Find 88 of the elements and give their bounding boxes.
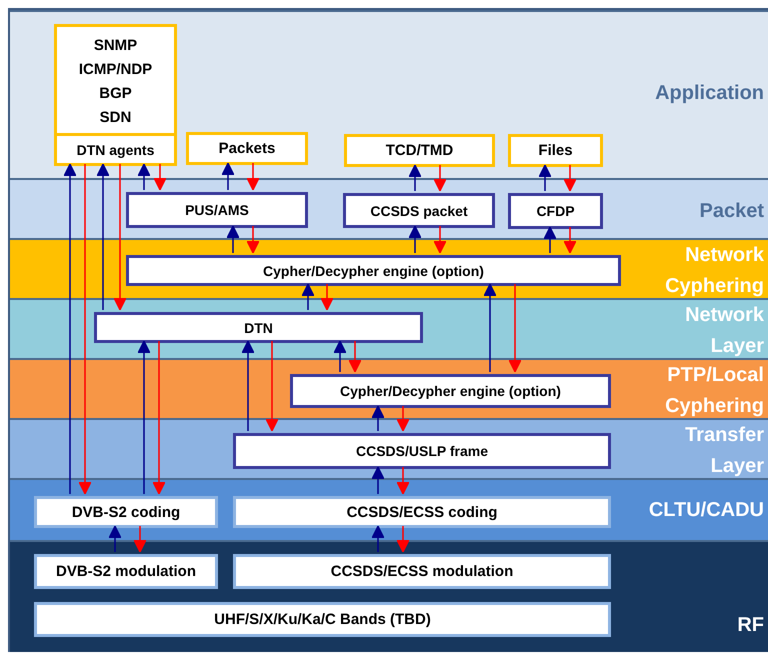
arrow: [78, 164, 92, 495]
arrow: [348, 341, 362, 373]
layer-band: [10, 540, 768, 652]
box-label: CFDP: [536, 203, 575, 219]
protocol-box: [34, 602, 611, 637]
protocol-box: [343, 193, 495, 228]
protocol-box: [233, 433, 611, 469]
protocol-box: [344, 134, 495, 167]
layer-label: RF: [736, 613, 764, 638]
box-label: DVB-S2 modulation: [56, 563, 196, 580]
box-label: CCSDS/USLP frame: [356, 443, 488, 459]
protocol-box: [186, 132, 308, 165]
protocol-box: [233, 496, 611, 528]
box-label: TCD/TMD: [386, 142, 454, 159]
protocol-box: [34, 554, 218, 589]
arrow: [108, 525, 122, 552]
layer-band: [10, 358, 768, 418]
layer-label: Network Cyphering: [664, 243, 764, 299]
box-label: SNMP: [94, 36, 138, 56]
protocol-box: [54, 24, 177, 166]
arrow: [137, 163, 151, 190]
arrow: [538, 164, 552, 191]
box-label: CCSDS/ECSS coding: [346, 504, 498, 520]
box-label: CCSDS/ECSS modulation: [330, 563, 514, 580]
arrow: [396, 526, 410, 553]
protocol-box: [290, 374, 611, 408]
box-label: BGP: [99, 84, 132, 104]
layer-band: [10, 238, 768, 298]
arrow: [508, 284, 522, 373]
arrow: [113, 164, 127, 311]
layer-band: [10, 418, 768, 478]
arrow: [226, 225, 240, 253]
box-label: UHF/S/X/Ku/Ka/C Bands (TBD): [214, 611, 431, 628]
arrow: [563, 165, 577, 192]
box-label: ICMP/NDP: [78, 60, 152, 80]
arrow: [320, 284, 334, 311]
layer-band: [10, 10, 768, 178]
arrow: [433, 165, 447, 192]
layer-label: CLTU/CADU: [648, 498, 764, 523]
arrow: [246, 226, 260, 254]
layer-label: Network Layer: [684, 303, 764, 359]
layer-band: [10, 478, 768, 540]
arrow: [563, 227, 577, 254]
layer-band: [10, 298, 768, 358]
arrow: [241, 340, 255, 431]
protocol-box: [94, 312, 423, 343]
protocol-box: [233, 554, 611, 589]
arrow: [265, 341, 279, 432]
arrow: [153, 164, 167, 191]
box-label: DVB-S2 coding: [72, 504, 180, 520]
layer-label: PTP/Local Cyphering: [664, 363, 764, 419]
protocol-box: [508, 193, 603, 229]
arrow: [246, 163, 260, 191]
layer-label: Transfer Layer: [684, 423, 764, 479]
box-label: Cypher/Decypher engine (option): [263, 262, 484, 278]
box-label: Cypher/Decypher engine (option): [340, 383, 561, 399]
arrow: [371, 525, 385, 552]
box-label: DTN: [244, 320, 273, 336]
arrow: [301, 283, 315, 310]
arrow: [433, 226, 447, 254]
box-label: Packets: [218, 140, 276, 157]
arrow: [133, 526, 147, 553]
arrow: [221, 162, 235, 190]
box-label: PUS/AMS: [185, 202, 249, 218]
arrow: [396, 406, 410, 432]
box-label: CCSDS packet: [370, 202, 468, 218]
arrow: [63, 163, 77, 494]
box-label: SDN: [100, 108, 132, 128]
protocol-box: [34, 496, 218, 528]
arrow: [152, 341, 166, 495]
arrow: [333, 340, 347, 372]
box-label: DTN agents: [76, 142, 154, 158]
protocol-box: [126, 255, 621, 286]
arrow: [137, 340, 151, 494]
layer-band: [10, 178, 768, 238]
box-label: Files: [538, 142, 573, 159]
arrow: [408, 164, 422, 191]
arrow: [483, 283, 497, 372]
protocol-box: [508, 134, 603, 167]
layer-label: Application: [654, 81, 764, 106]
arrow: [371, 466, 385, 494]
protocol-box: [126, 192, 308, 228]
arrow: [396, 467, 410, 495]
arrow: [96, 163, 110, 310]
arrow: [371, 405, 385, 431]
arrow: [543, 226, 557, 253]
layer-label: Packet: [698, 199, 764, 224]
arrow: [408, 225, 422, 253]
